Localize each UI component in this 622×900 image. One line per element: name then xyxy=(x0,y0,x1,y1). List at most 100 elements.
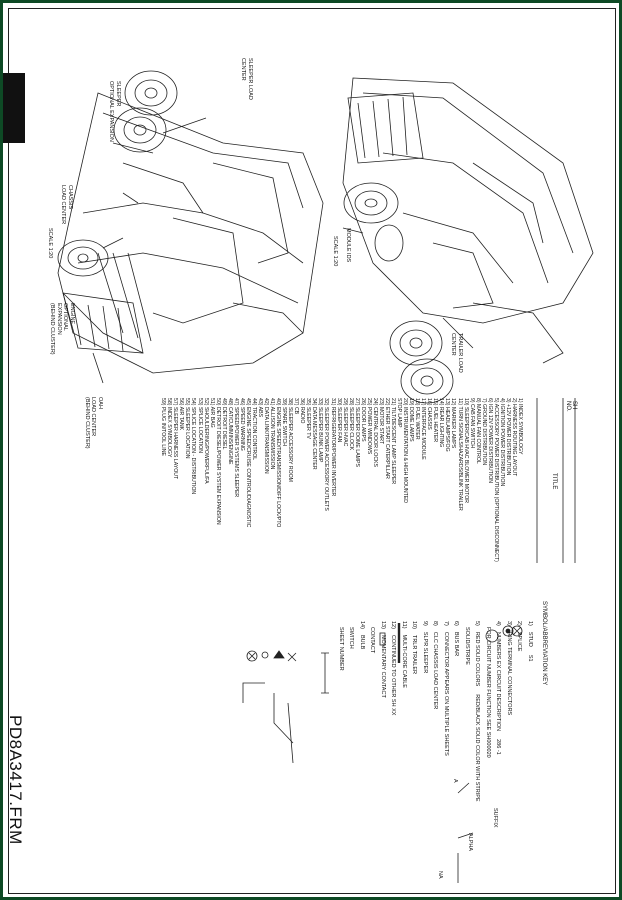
file-name: PD8A3417.FRM xyxy=(6,715,25,845)
symbology-item-number: 14) xyxy=(359,621,365,629)
title-block-item: 49) DETROIT DIESEL xyxy=(220,398,227,450)
title-block-item: 17) INTERFACE MODULE xyxy=(420,398,427,460)
title-block-item: 46) SPEED WARNING xyxy=(238,398,245,451)
symbology-item: SHEET NUMBER xyxy=(338,621,344,802)
title-block-item: 53) SPLICE LOCATION xyxy=(196,398,203,453)
symbology-item: 4)NUMBERS EX CIRCUIT DESCRIPTION286 -1 xyxy=(495,621,502,802)
label-right-scale: SCALE 1:20 xyxy=(332,236,338,267)
symbology-item-number: 11) xyxy=(401,621,407,629)
title-block-item: 44) TRACTION CONTROL xyxy=(250,398,257,461)
symbology-item: 2)SPLICE xyxy=(516,621,523,802)
title-block-item: 27) SLEEPER DOME LAMPS xyxy=(353,398,360,467)
title-block-item: 58) INDEX SYMBOLOGY xyxy=(166,398,173,458)
title-block-item: 35) SLEEPER TV xyxy=(305,398,312,439)
symbology-item-number: 3) xyxy=(506,621,512,626)
truck-line-drawings xyxy=(57,70,594,883)
symbology-item-number: 7) xyxy=(443,621,449,626)
title-block-item: 23) MOTOR START xyxy=(377,398,384,445)
symbology-item-number: 13) xyxy=(380,621,386,629)
right-truck-drawing xyxy=(342,77,594,404)
symbology-item-number: 6) xyxy=(453,621,460,626)
title-block-item: 26) DOOR LAMPS xyxy=(359,398,366,442)
symbology-item-text: SWITCH xyxy=(348,627,355,649)
title-block-item: 38) SLEEPER ACCESSORY ROOM xyxy=(287,398,294,482)
title-block-item: 18) FUEL WATER xyxy=(414,398,421,440)
label-sleeper-load-center: SLEEPER LOAD CENTER xyxy=(240,58,254,100)
left-truck-drawing xyxy=(57,70,324,384)
title-block-item: 21) TILT/DESCENT LAMP SLEEPER xyxy=(390,398,397,485)
symbology-item-number: 12) xyxy=(390,621,397,629)
symbology-item: SOLID/STRIPE xyxy=(464,621,470,802)
symbology-item: 7)CONNECTOR APPEARS ON MULTIPLE SHEETS xyxy=(443,621,449,802)
title-block-item: 36) RADIO xyxy=(299,398,306,424)
symbology-item-sub: 286 -1 xyxy=(495,739,502,755)
title-block-item: 14) REAR LIGHTING xyxy=(438,398,445,448)
title-block-item: 9) CAB FAN SWITCH xyxy=(468,398,475,449)
title-block-item: 7) GROUND DISTRIBUTION xyxy=(480,398,487,466)
symbology-item-text: FOR CIRCUIT NUMBER FUNCTION SEE SH000020 xyxy=(485,627,491,758)
title-block-item: 8) MANUAL FAN CONTROL xyxy=(474,398,481,464)
symbology-item-number: 8) xyxy=(432,621,439,626)
title-block-item: 3) +12V POWER DISTRIBUTION xyxy=(504,398,511,476)
label-sleeper-optional-expansion: SLEEPER OPTIONAL EXPANSION xyxy=(108,81,122,142)
symbology-item: 3) RING TERMINAL CONNECTORS xyxy=(506,621,512,802)
symbology-item: 8)CLC CHASSIS LOAD CENTER xyxy=(432,621,439,802)
title-block-item: 56) AIR TANK xyxy=(178,398,185,431)
symbology-item-text: BUS BAR xyxy=(453,631,460,657)
title-block-item: 52) SHOULDERING/POWERFUL/FA xyxy=(202,398,209,484)
key-alpha: ALPHA xyxy=(467,833,473,852)
title-block-item: 30) SLEEPER FAN xyxy=(335,398,342,443)
symbology-item: 1)STUDS1 xyxy=(527,621,533,802)
symbology-item: 13) MOMENTARY CONTACT xyxy=(380,621,386,802)
symbology-item-text: TRLR TRAILER xyxy=(411,634,418,674)
symbology-item-text: RING TERMINAL CONNECTORS xyxy=(506,631,512,716)
title-block-item: 34) DATA MESSAGE CENTER xyxy=(311,398,318,470)
title-block-item: 51) AIR BAG xyxy=(208,398,215,428)
title-block-item: 57) SLEEPER HARNESS LAYOUT xyxy=(172,398,179,480)
symbol-glyphs xyxy=(242,623,523,883)
symbology-item-text: MULTI-CORE CABLE xyxy=(401,634,407,688)
title-block-item: 19) DOME LAMPS xyxy=(408,398,415,442)
title-block-item: 2) HARNESS ROUTING LAYOUT xyxy=(510,398,517,477)
sheet-tab xyxy=(3,73,25,143)
title-block-item: 24) CENTRAL DOOR LOCKS xyxy=(371,398,378,467)
title-block-item: 13) HEADLAMPS/FOG xyxy=(444,398,451,452)
title-block-item: 5) ACCESSORY POWER DISTRIBUTION (OPTIONA… xyxy=(492,398,499,562)
symbology-item-text: SOLID/STRIPE xyxy=(464,627,470,665)
label-left-scale: SCALE 1:20 xyxy=(47,228,53,259)
symbology-header: SYMBOL/ABBREVIATION KEY xyxy=(541,601,547,686)
title-block-item: 42) DATA LINK/TRANSMISSION xyxy=(263,398,270,474)
key-suffix: SUFFIX xyxy=(492,808,498,828)
symbology-item-number: 10) xyxy=(411,621,418,629)
symbology-item: FOR CIRCUIT NUMBER FUNCTION SEE SH000020 xyxy=(485,621,491,802)
title-block-item: 45) ENGINE SPEED/CRUISE CONTROL/DIAGNOST… xyxy=(244,398,251,528)
title-block-item: 15) FUEL HEATER xyxy=(432,398,439,443)
symbology-list: 1)STUDS1 2)SPLICE 3) RING TERMINAL CONNECTO… xyxy=(334,621,533,802)
symbology-item: 5)RED SOLID COLORSRED/BLACK SOLID COLOR … xyxy=(474,621,481,802)
symbology-item: SWITCH xyxy=(348,621,355,802)
symbology-item-number: 5) xyxy=(474,621,481,626)
symbology-item-text: STUD xyxy=(527,631,533,647)
title-block-item: 6) IGN 12V POWER DISTRIBUTION xyxy=(486,398,493,484)
title-block-item: 59) PLUG IN/TOOL LINE xyxy=(160,398,167,456)
drawing-border xyxy=(8,8,616,894)
symbology-item-text: CONTACT xyxy=(369,627,376,654)
title-block-title-header: TITLE xyxy=(551,473,557,490)
title-block-item: 1) INDEX SYMBOLOGY xyxy=(517,398,523,455)
symbology-item-number: 9) xyxy=(422,621,428,626)
symbology-item: 12)CONTINUED TO OTHER SH XX xyxy=(390,621,397,802)
drawing-sheet: SLEEPER LOAD CENTER SLEEPER OPTIONAL EXP… xyxy=(3,3,619,897)
key-na: NA xyxy=(437,871,443,879)
symbology-item-text: MOMENTARY CONTACT xyxy=(380,634,386,698)
title-block-sh-header: SH NO. xyxy=(565,401,577,412)
symbology-item-text: SLPR SLEEPER xyxy=(422,631,428,674)
label-trailer-load-center: TRAILER LOAD CENTER xyxy=(450,333,464,373)
title-block-item: 16) CHASSIS xyxy=(426,398,433,430)
title-block-item: 20) INSTRUMENTATION & HIGH MOUNTED xyxy=(402,398,409,503)
symbology-item-number: 2) xyxy=(516,621,523,626)
title-block-item: 11) TURN SIGNALS/HAZARDS/BLINK TRAILER xyxy=(456,398,463,511)
title-block-item: 10) SLEEPER/CAB HVAC BLOWER MOTOR xyxy=(462,398,469,504)
title-block-item: 47) SPEED/POWER SYSTEMS SLEEPER xyxy=(232,398,239,498)
title-block-item: 40) ENGINE SPEED/TRANSMISSION/DIFF LOCK/… xyxy=(275,398,282,528)
